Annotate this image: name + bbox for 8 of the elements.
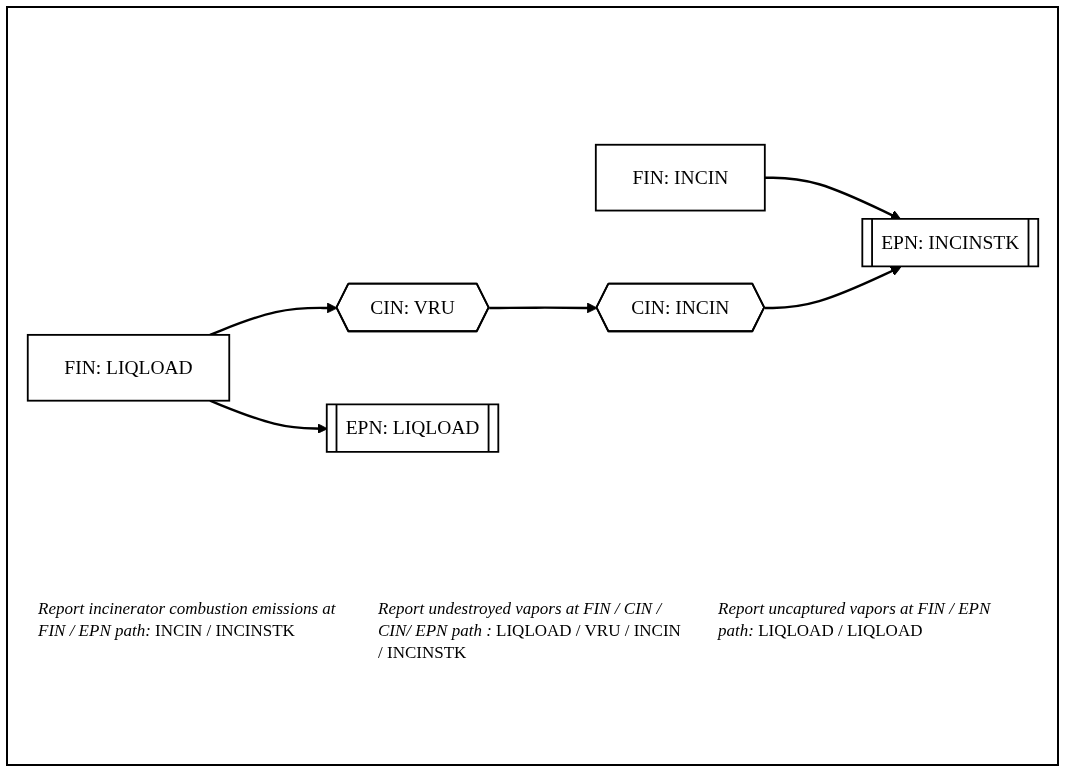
arrow (209, 302, 338, 336)
arrow (209, 399, 328, 434)
note-text: Report uncaptured vapors at FIN / EPN path: LIQLOAD / LIQLOAD (718, 598, 992, 643)
note-text: Report undestroyed vapors at FIN / CIN / CIN/ EPN path : LIQLOAD / VRU / INCIN / INCINSTK (378, 598, 682, 665)
node-box: FIN: LIQLOAD (26, 333, 231, 402)
node-box: FIN: INCIN (594, 143, 766, 212)
arrow (489, 302, 598, 313)
note-text: Report incinerator combustion emissions at FIN / EPN path: INCIN / INCINSTK (38, 598, 337, 643)
